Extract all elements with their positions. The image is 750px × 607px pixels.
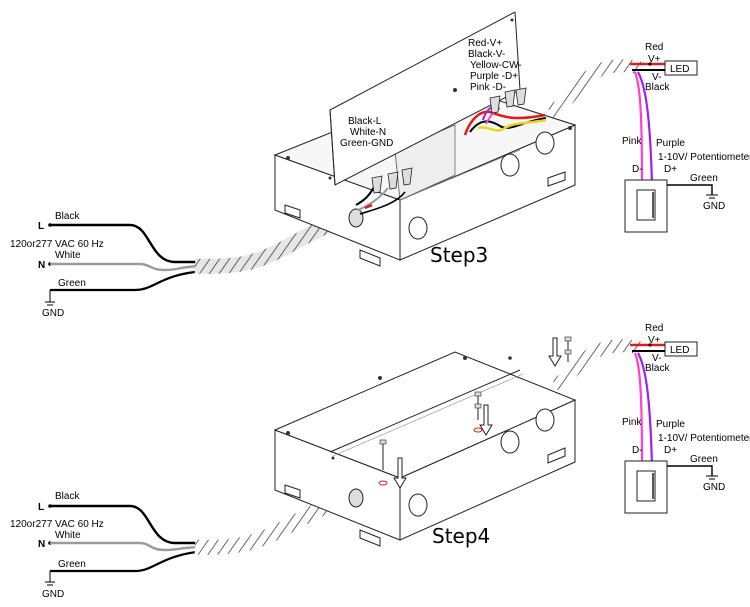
step4-black-label-out: Black: [645, 363, 670, 374]
step3-input-label-black: Black-L: [348, 116, 382, 127]
step4-pink-label: Pink: [622, 417, 642, 428]
step3-output-label-pink: Pink -D-: [470, 82, 506, 93]
step3-output-wiring: Red V+ LED V- Black Pink Purple 1-10V/ P…: [622, 42, 750, 233]
step3-internal-wires: [355, 87, 547, 215]
screw-icon: [473, 391, 483, 433]
step3-output-label-purple: Purple -D+: [470, 71, 518, 82]
step4-vplus: V+: [648, 335, 661, 346]
step3-black-wire: [50, 223, 205, 264]
step3-neutral-terminal: N: [38, 260, 45, 271]
step3-driver-box: [273, 11, 577, 267]
step4-dminus: D-: [632, 445, 643, 456]
step3-green-label: Green: [58, 278, 86, 289]
step4-gnd-terminal: GND: [42, 589, 64, 600]
step3-pink-label: Pink: [622, 136, 642, 147]
step3-output-label-yellow: Yellow-CW-: [470, 60, 522, 71]
step4-driver-box: [273, 351, 577, 547]
step3-dminus: D-: [632, 164, 643, 175]
step3-led-label: LED: [670, 64, 689, 75]
step4-output-conduit: [551, 339, 642, 391]
step4-dplus: D+: [664, 445, 677, 456]
step3-gnd-out: GND: [703, 201, 725, 212]
step3-dimmer-label: 1-10V/ Potentiometer: [658, 152, 750, 163]
step3-white-label: White: [55, 250, 81, 261]
step3-diagram: L Black 120or277 VAC 60 Hz N White Green…: [10, 11, 750, 319]
step3-output-label-red: Red-V+: [468, 38, 502, 49]
step3-input-label-white: White-N: [350, 127, 386, 138]
step4-dimmer-label: 1-10V/ Potentiometer: [658, 433, 750, 444]
step4-line-terminal: L: [38, 502, 44, 513]
step3-power-input: L Black 120or277 VAC 60 Hz N White Green…: [10, 211, 206, 319]
step3-vminus: V-: [652, 72, 661, 83]
step4-led-label: LED: [670, 345, 689, 356]
screw-icon: [378, 439, 388, 486]
step4-black-label: Black: [55, 491, 80, 502]
down-arrow-icon: [479, 404, 493, 436]
step3-voltage-label: 120or277 VAC 60 Hz: [10, 239, 104, 250]
step4-gnd-out: GND: [703, 482, 725, 493]
step3-red-label: Red: [645, 42, 663, 53]
step3-output-conduit: [546, 59, 642, 118]
step3-purple-label: Purple: [656, 138, 685, 149]
step4-red-label: Red: [645, 323, 663, 334]
step3-white-wire: [50, 262, 206, 272]
step4-led-box: [664, 341, 698, 357]
step4-green-out-label: Green: [690, 454, 718, 465]
step3-black-label-out: Black: [645, 82, 670, 93]
step3-line-terminal: L: [38, 221, 44, 232]
step3-output-label-black: Black-V-: [468, 49, 505, 60]
step4-diagram: L Black 120or277 VAC 60 Hz N White Green…: [10, 323, 750, 600]
step4-output-wiring: Red V+ LED V- Black Pink Purple 1-10V/ P…: [622, 323, 750, 514]
step3-green-out-label: Green: [690, 173, 718, 184]
step4-voltage-label: 120or277 VAC 60 Hz: [10, 519, 104, 530]
step4-vminus: V-: [652, 353, 661, 364]
step4-neutral-terminal: N: [38, 539, 45, 550]
step3-dplus: D+: [664, 164, 677, 175]
step3-title: Step3: [430, 243, 488, 267]
down-arrow-icon: [393, 457, 407, 489]
step3-vplus: V+: [648, 54, 661, 65]
step4-power-input: L Black 120or277 VAC 60 Hz N White Green…: [10, 491, 206, 600]
step3-led-box: [664, 60, 698, 76]
step3-gnd-terminal: GND: [42, 308, 64, 319]
step4-title: Step4: [432, 524, 490, 548]
down-arrow-icon: [548, 337, 562, 367]
step3-input-label-green: Green-GND: [340, 138, 393, 149]
step3-black-label: Black: [55, 211, 80, 222]
step4-purple-label: Purple: [656, 419, 685, 430]
step4-white-label: White: [55, 530, 81, 541]
step4-screws-arrows: [378, 336, 573, 489]
step3-green-wire: [50, 269, 206, 292]
step4-green-label: Green: [58, 559, 86, 570]
